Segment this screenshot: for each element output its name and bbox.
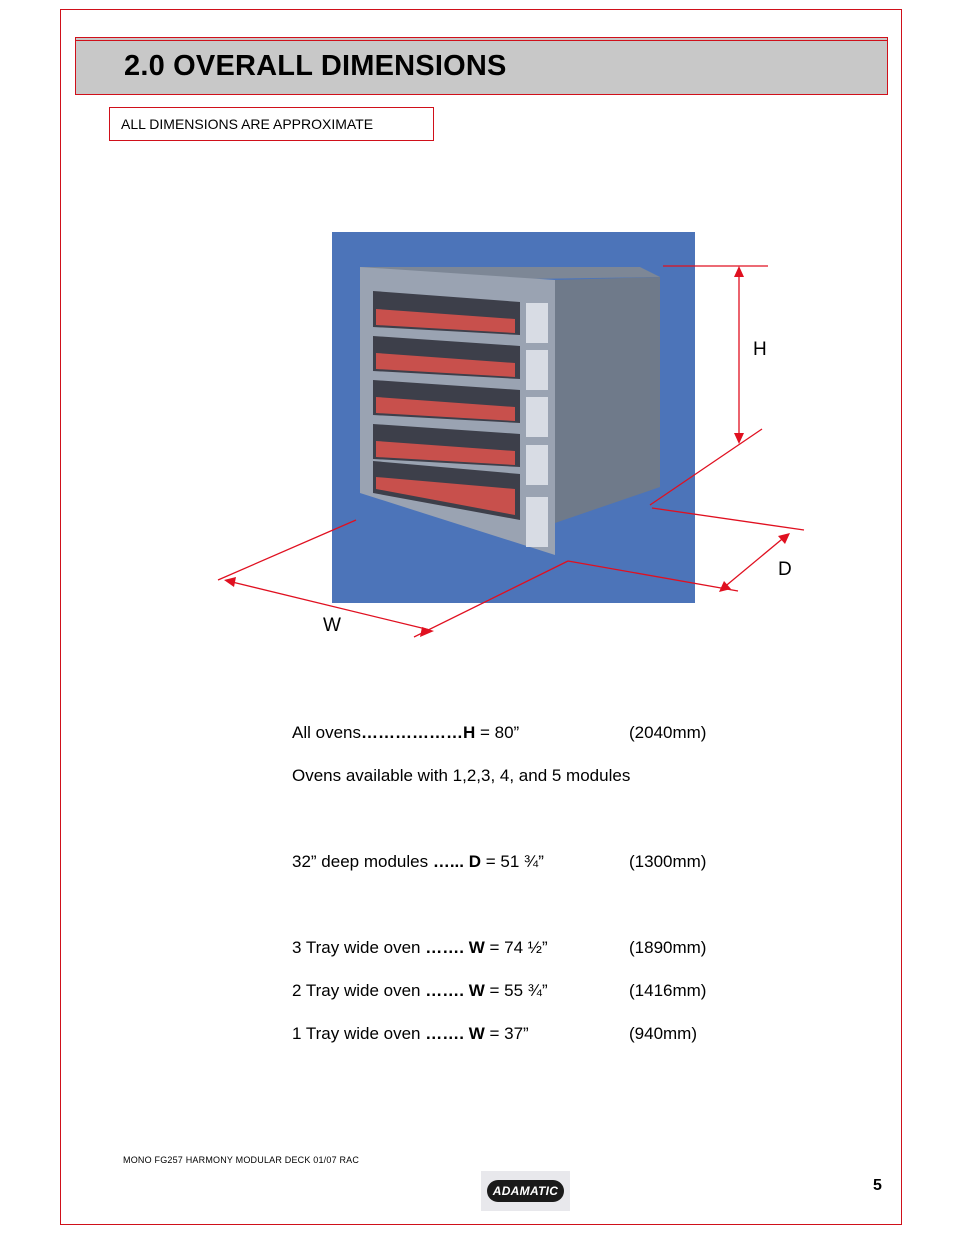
spec-value: = 74 ½” <box>489 938 548 957</box>
oven-deck-3 <box>373 380 548 437</box>
oven-decks <box>373 291 548 547</box>
spec-row-height: All ovens………………H = 80” (2040mm) <box>292 723 706 743</box>
spec-row-width-3: 3 Tray wide oven ……. W = 74 ½” (1890mm) <box>292 938 706 958</box>
oven-deck-5 <box>373 461 548 547</box>
spec-row-width-1: 1 Tray wide oven ……. W = 37” (940mm) <box>292 1024 697 1044</box>
depth-label: D <box>778 559 792 580</box>
spec-metric: (1416mm) <box>629 981 707 1000</box>
width-arrow <box>227 580 431 631</box>
spec-key: W <box>468 1024 485 1043</box>
page-number: 5 <box>873 1177 882 1194</box>
depth-extension-right <box>651 507 805 531</box>
spec-metric: (940mm) <box>629 1024 698 1043</box>
spec-key: W <box>468 938 485 957</box>
depth-arrow <box>721 534 788 590</box>
spec-row-depth: 32” deep modules …... D = 51 ¾” (1300mm) <box>292 852 706 872</box>
spec-dots: ……. <box>425 981 464 1000</box>
spec-metric: (2040mm) <box>629 723 707 742</box>
spec-label: 1 Tray wide oven <box>292 1024 426 1043</box>
spec-label: 32” deep modules <box>292 852 433 871</box>
oven-deck-1 <box>373 291 548 343</box>
document-reference: MONO FG257 HARMONY MODULAR DECK 01/07 RA… <box>123 1155 360 1165</box>
adamatic-logo: ADAMATIC <box>481 1171 570 1211</box>
spec-label: All ovens <box>292 723 361 742</box>
oven-dimension-figure: H D W <box>210 225 810 645</box>
spec-row-width-2: 2 Tray wide oven ……. W = 55 ¾” (1416mm) <box>292 981 706 1001</box>
spec-dots: ……. <box>425 1024 464 1043</box>
spec-metric: (1890mm) <box>629 938 707 957</box>
spec-dots: …... <box>432 852 464 871</box>
page-border <box>60 9 902 1225</box>
spec-value: = 80” <box>480 723 520 742</box>
section-header: 2.0 OVERALL DIMENSIONS <box>75 37 888 95</box>
page-title: 2.0 OVERALL DIMENSIONS <box>124 50 507 82</box>
oven-illustration <box>217 232 805 638</box>
oven-deck-2 <box>373 336 548 390</box>
spec-value: = 55 ¾” <box>489 981 548 1000</box>
width-extension-right <box>567 560 739 592</box>
width-label: W <box>323 615 341 636</box>
oven-deck-4 <box>373 424 548 485</box>
height-label: H <box>753 339 767 360</box>
depth-extension-top <box>649 428 763 506</box>
spec-dots: ……………… <box>360 723 463 742</box>
spec-label: Ovens available with 1,2,3, 4, and 5 mod… <box>292 766 631 785</box>
spec-value: = 37” <box>489 1024 529 1043</box>
oven-side <box>555 277 660 523</box>
spec-label: 2 Tray wide oven <box>292 981 426 1000</box>
spec-key: D <box>468 852 482 871</box>
width-extension-bottom <box>413 560 569 638</box>
approximate-note: ALL DIMENSIONS ARE APPROXIMATE <box>109 107 434 141</box>
spec-row-modules: Ovens available with 1,2,3, 4, and 5 mod… <box>292 766 630 786</box>
dimension-lines <box>217 265 805 638</box>
spec-key: H <box>462 723 476 742</box>
spec-label: 3 Tray wide oven <box>292 938 426 957</box>
logo-text: ADAMATIC <box>487 1180 564 1202</box>
spec-dots: ……. <box>425 938 464 957</box>
spec-metric: (1300mm) <box>629 852 707 871</box>
arrowheads <box>224 266 790 637</box>
width-extension-left <box>217 519 357 581</box>
spec-key: W <box>468 981 485 1000</box>
spec-value: = 51 ¾” <box>485 852 544 871</box>
